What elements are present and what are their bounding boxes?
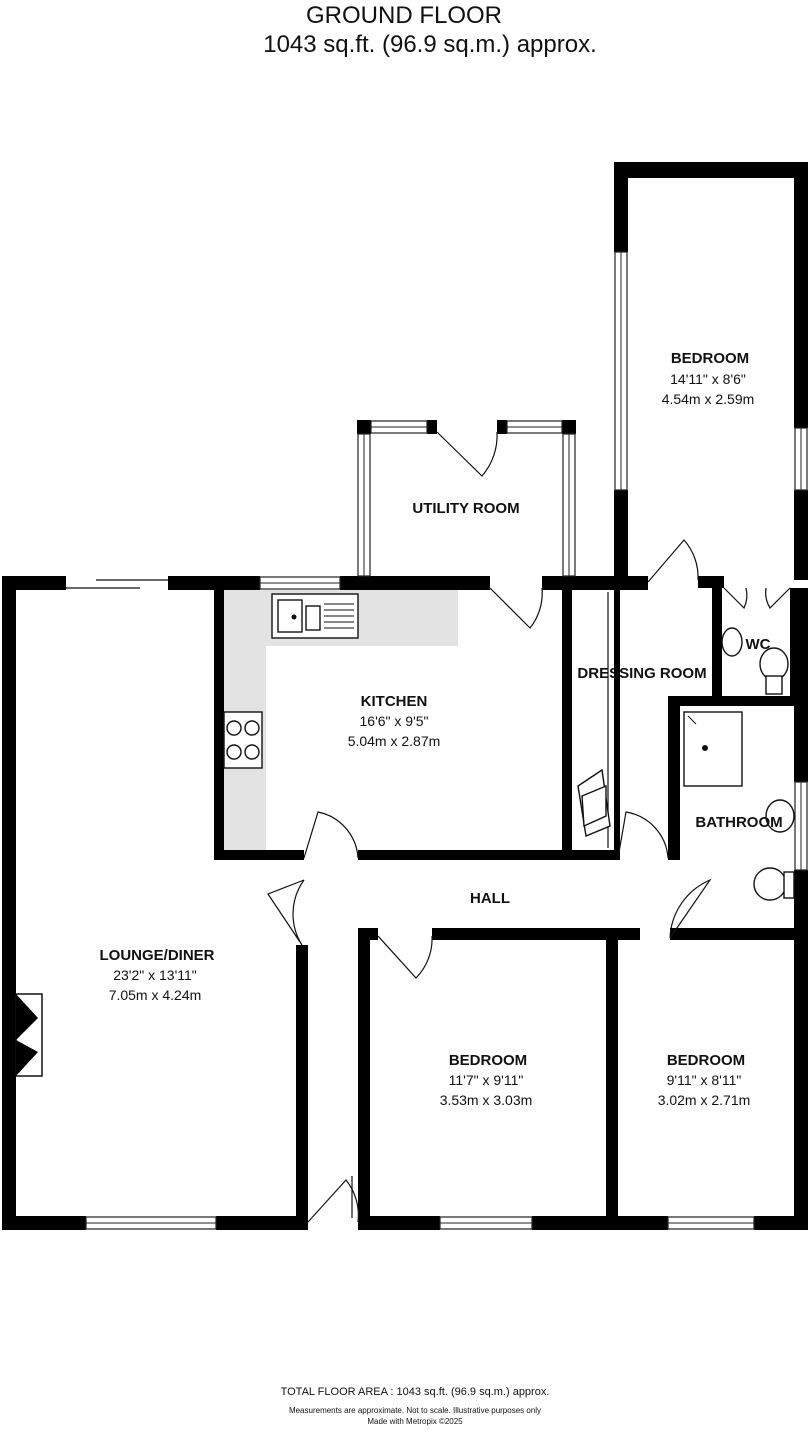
- lounge-metric: 7.05m x 4.24m: [109, 987, 202, 1003]
- basin-icon: [765, 799, 795, 833]
- bedroom-top-metric: 4.54m x 2.59m: [662, 391, 755, 407]
- bedroom-right-name: BEDROOM: [667, 1052, 745, 1069]
- bedroom-top-name: BEDROOM: [671, 350, 749, 367]
- utility-name: UTILITY ROOM: [412, 500, 519, 517]
- fireplace: [15, 993, 43, 1077]
- total-floor-area: TOTAL FLOOR AREA : 1043 sq.ft. (96.9 sq.…: [280, 1386, 550, 1398]
- bath-shower-icon: [683, 711, 743, 787]
- bedroom-top-imperial: 14'11" x 8'6": [670, 371, 746, 387]
- sliding-door: [66, 579, 168, 589]
- bedroom-mid-metric: 3.53m x 3.03m: [440, 1092, 533, 1108]
- bath-toilet-icon: [753, 867, 795, 901]
- bathroom-name: BATHROOM: [695, 814, 782, 831]
- windows: [85, 251, 808, 1230]
- kitchen-imperial: 16'6" x 9'5": [360, 713, 429, 729]
- credit: Made with Metropix ©2025: [367, 1417, 463, 1426]
- toilet-icon: [721, 627, 789, 695]
- dressing-name: DRESSING ROOM: [577, 665, 706, 682]
- disclaimer: Measurements are approximate. Not to sca…: [288, 1406, 542, 1415]
- bedroom-right-imperial: 9'11" x 8'11": [667, 1072, 742, 1088]
- hall-name: HALL: [470, 890, 510, 907]
- lounge-name: LOUNGE/DINER: [99, 947, 214, 964]
- sink-icon: [271, 593, 359, 639]
- walls: [2, 162, 808, 1230]
- kitchen-name: KITCHEN: [361, 693, 428, 710]
- kitchen-metric: 5.04m x 2.87m: [348, 733, 441, 749]
- wc-name: WC: [746, 636, 771, 653]
- bedroom-mid-name: BEDROOM: [449, 1052, 527, 1069]
- lounge-imperial: 23'2" x 13'11": [113, 967, 197, 983]
- floor-area: 1043 sq.ft. (96.9 sq.m.) approx.: [263, 31, 597, 58]
- wardrobe-icon: [577, 592, 611, 848]
- doors: [267, 431, 791, 1223]
- floor-title: GROUND FLOOR: [305, 2, 502, 29]
- bedroom-right-metric: 3.02m x 2.71m: [658, 1092, 751, 1108]
- bedroom-mid-imperial: 11'7" x 9'11": [449, 1072, 524, 1088]
- hob-icon: [223, 711, 263, 769]
